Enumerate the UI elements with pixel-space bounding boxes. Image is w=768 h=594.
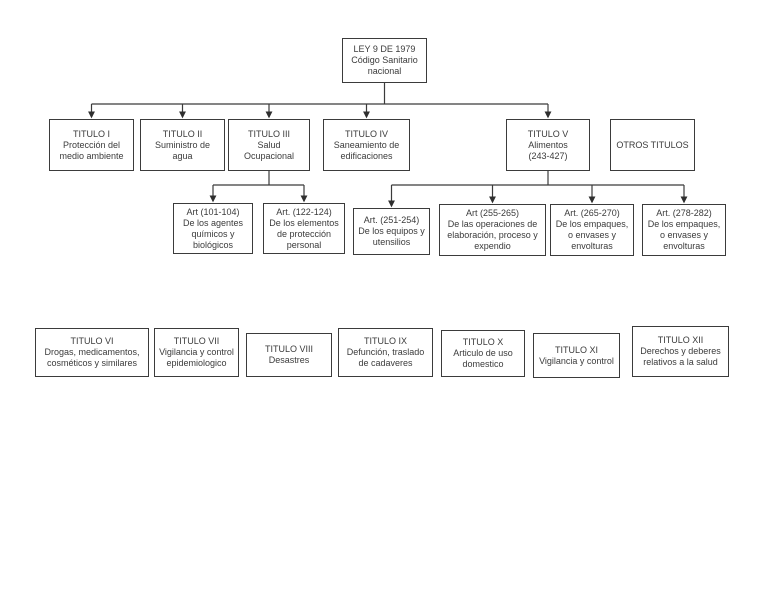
node-titulo-xii: TITULO XII Derechos y deberes relativos … [632, 326, 729, 377]
node-label: Art. (278-282) De los empaques, o envase… [647, 208, 721, 251]
node-titulo-iii: TITULO III Salud Ocupacional [228, 119, 310, 171]
node-titulo-ix: TITULO IX Defunción, traslado de cadaver… [338, 328, 433, 377]
node-label: TITULO VI Drogas, medicamentos, cosmétic… [44, 336, 140, 368]
node-label: LEY 9 DE 1979 Código Sanitario nacional [351, 44, 418, 76]
node-titulo-ii: TITULO II Suministro de agua [140, 119, 225, 171]
node-label: TITULO III Salud Ocupacional [243, 128, 295, 161]
node-otros-titulos: OTROS TITULOS [610, 119, 695, 171]
node-label: TITULO IX Defunción, traslado de cadaver… [346, 336, 425, 368]
level1-connectors [88, 83, 552, 119]
node-label: Art (255-265) De las operaciones de elab… [447, 208, 538, 251]
node-label: OTROS TITULOS [616, 139, 689, 150]
node-art-265-270: Art. (265-270) De los empaques, o envase… [550, 204, 634, 256]
node-art-255-265: Art (255-265) De las operaciones de elab… [439, 204, 546, 256]
node-label: TITULO VIII Desastres [264, 344, 313, 365]
node-label: TITULO X Articulo de uso domestico [453, 337, 513, 369]
node-label: Art (101-104) De los agentes químicos y … [182, 206, 244, 250]
node-titulo-x: TITULO X Articulo de uso domestico [441, 330, 525, 377]
node-titulo-v: TITULO V Alimentos (243-427) [506, 119, 590, 171]
node-titulo-xi: TITULO XI Vigilancia y control [533, 333, 620, 378]
node-label: TITULO IV Saneamiento de edificaciones [333, 128, 400, 161]
node-art-278-282: Art. (278-282) De los empaques, o envase… [642, 204, 726, 256]
node-label: Art. (122-124) De los elementos de prote… [269, 206, 339, 250]
node-titulo-i: TITULO I Protección del medio ambiente [49, 119, 134, 171]
node-label: Art. (265-270) De los empaques, o envase… [555, 208, 629, 251]
node-art-251-254: Art. (251-254) De los equipos y utensili… [353, 208, 430, 255]
node-label: TITULO VII Vigilancia y control epidemio… [159, 336, 234, 368]
node-label: TITULO V Alimentos (243-427) [527, 128, 569, 161]
node-label: Art. (251-254) De los equipos y utensili… [358, 215, 425, 247]
node-ley-9-de-1979: LEY 9 DE 1979 Código Sanitario nacional [342, 38, 427, 83]
node-label: TITULO I Protección del medio ambiente [59, 128, 124, 161]
node-art-122-124: Art. (122-124) De los elementos de prote… [263, 203, 345, 254]
node-titulo-viii: TITULO VIII Desastres [246, 333, 332, 377]
node-titulo-vii: TITULO VII Vigilancia y control epidemio… [154, 328, 239, 377]
node-titulo-iv: TITULO IV Saneamiento de edificaciones [323, 119, 410, 171]
titulo-iii-connectors [209, 171, 308, 203]
titulo-v-connectors [388, 171, 688, 208]
node-label: TITULO XI Vigilancia y control [539, 344, 614, 366]
node-label: TITULO II Suministro de agua [154, 128, 211, 161]
node-label: TITULO XII Derechos y deberes relativos … [640, 335, 721, 367]
node-art-101-104: Art (101-104) De los agentes químicos y … [173, 203, 253, 254]
node-titulo-vi: TITULO VI Drogas, medicamentos, cosmétic… [35, 328, 149, 377]
